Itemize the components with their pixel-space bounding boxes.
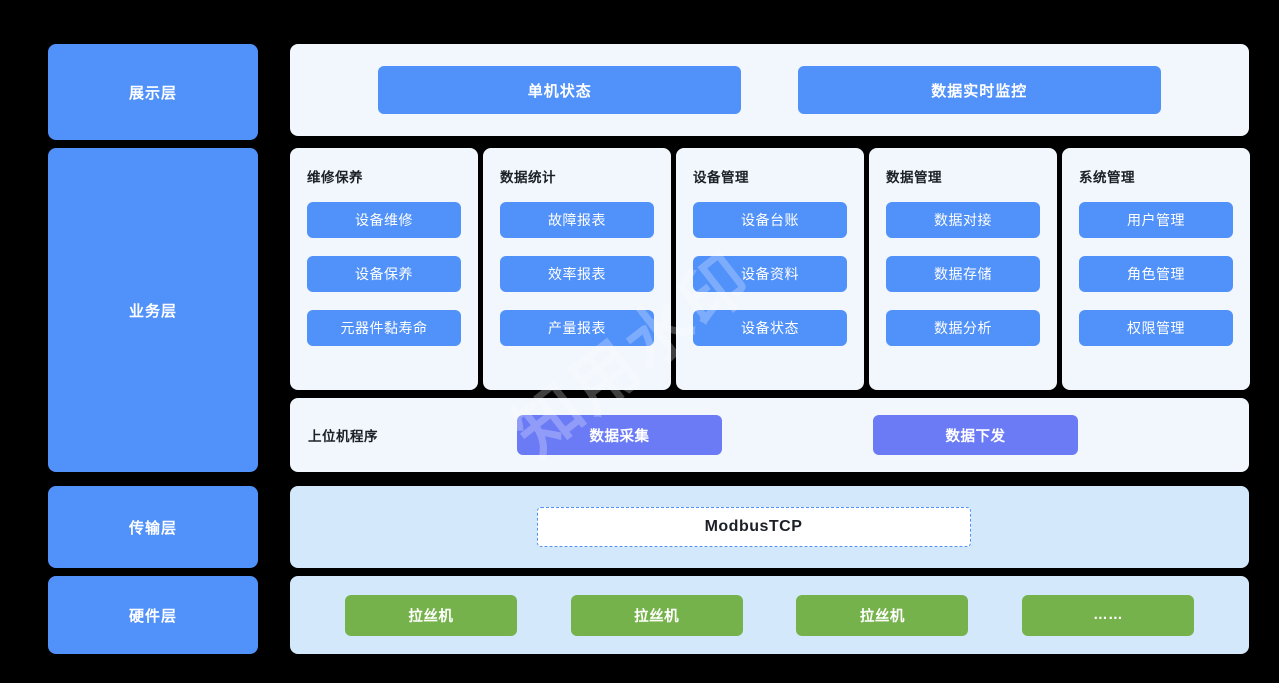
layer-chip-label: 业务层 (128, 302, 177, 320)
layer-chip-label: 硬件层 (128, 607, 177, 625)
transport-layer-band: ModbusTCP (290, 486, 1249, 568)
business-layer-columns: 维修保养 设备维修 设备保养 元器件黏寿命 数据统计 故障报表 效率报表 产量报… (290, 148, 1250, 390)
host-program-band: 上位机程序 数据采集 数据下发 (290, 398, 1249, 472)
module-item[interactable]: 数据分析 (886, 310, 1040, 346)
device-label: 拉丝机 (408, 608, 454, 625)
module-item[interactable]: 数据存储 (886, 256, 1040, 292)
module-card-statistics: 数据统计 故障报表 效率报表 产量报表 (483, 148, 671, 390)
module-card-title: 数据管理 (886, 170, 942, 185)
module-card-system: 系统管理 用户管理 角色管理 权限管理 (1062, 148, 1250, 390)
device-label: 拉丝机 (859, 608, 905, 625)
presentation-button-realtime-monitor[interactable]: 数据实时监控 (797, 66, 1161, 114)
module-item[interactable]: 数据对接 (886, 202, 1040, 238)
layer-chip-presentation: 展示层 (48, 44, 258, 140)
layer-chip-business: 业务层 (48, 148, 258, 472)
module-item[interactable]: 用户管理 (1079, 202, 1233, 238)
module-card-maintenance: 维修保养 设备维修 设备保养 元器件黏寿命 (290, 148, 478, 390)
module-card-items: 设备维修 设备保养 元器件黏寿命 (307, 202, 461, 346)
device-node[interactable]: 拉丝机 (796, 594, 969, 636)
button-label: 数据下发 (945, 428, 1006, 445)
module-item[interactable]: 产量报表 (500, 310, 654, 346)
module-item[interactable]: 元器件黏寿命 (307, 310, 461, 346)
module-card-items: 故障报表 效率报表 产量报表 (500, 202, 654, 346)
module-card-items: 设备台账 设备资料 设备状态 (693, 202, 847, 346)
device-node[interactable]: 拉丝机 (570, 594, 743, 636)
device-label: 拉丝机 (634, 608, 680, 625)
presentation-button-machine-status[interactable]: 单机状态 (378, 66, 742, 114)
module-item[interactable]: 效率报表 (500, 256, 654, 292)
module-item[interactable]: 设备保养 (307, 256, 461, 292)
layer-chip-label: 传输层 (128, 519, 177, 537)
button-label: 数据采集 (589, 428, 650, 445)
button-label: 单机状态 (527, 82, 592, 100)
host-button-data-dispatch[interactable]: 数据下发 (873, 415, 1078, 455)
layer-chip-transport: 传输层 (48, 486, 258, 568)
module-item[interactable]: 设备维修 (307, 202, 461, 238)
module-card-title: 设备管理 (693, 170, 749, 185)
host-button-data-collection[interactable]: 数据采集 (517, 415, 722, 455)
module-item[interactable]: 故障报表 (500, 202, 654, 238)
module-card-data: 数据管理 数据对接 数据存储 数据分析 (869, 148, 1057, 390)
hardware-layer-band: 拉丝机 拉丝机 拉丝机 …… (290, 576, 1249, 654)
module-card-items: 用户管理 角色管理 权限管理 (1079, 202, 1233, 346)
module-item[interactable]: 设备资料 (693, 256, 847, 292)
module-card-title: 数据统计 (500, 170, 556, 185)
button-label: 数据实时监控 (931, 82, 1028, 100)
device-label: …… (1093, 607, 1124, 623)
device-node-more[interactable]: …… (1022, 594, 1195, 636)
layer-chip-label: 展示层 (128, 84, 177, 102)
module-card-title: 维修保养 (307, 170, 363, 185)
device-node[interactable]: 拉丝机 (344, 594, 517, 636)
host-program-label: 上位机程序 (308, 429, 378, 444)
module-item[interactable]: 角色管理 (1079, 256, 1233, 292)
module-item[interactable]: 权限管理 (1079, 310, 1233, 346)
module-item[interactable]: 设备状态 (693, 310, 847, 346)
presentation-layer-band: 单机状态 数据实时监控 (290, 44, 1249, 136)
protocol-box-modbustcp: ModbusTCP (536, 507, 971, 547)
module-card-equipment: 设备管理 设备台账 设备资料 设备状态 (676, 148, 864, 390)
module-item[interactable]: 设备台账 (693, 202, 847, 238)
layer-chip-hardware: 硬件层 (48, 576, 258, 654)
module-card-items: 数据对接 数据存储 数据分析 (886, 202, 1040, 346)
module-card-title: 系统管理 (1079, 170, 1135, 185)
protocol-label: ModbusTCP (704, 518, 803, 535)
